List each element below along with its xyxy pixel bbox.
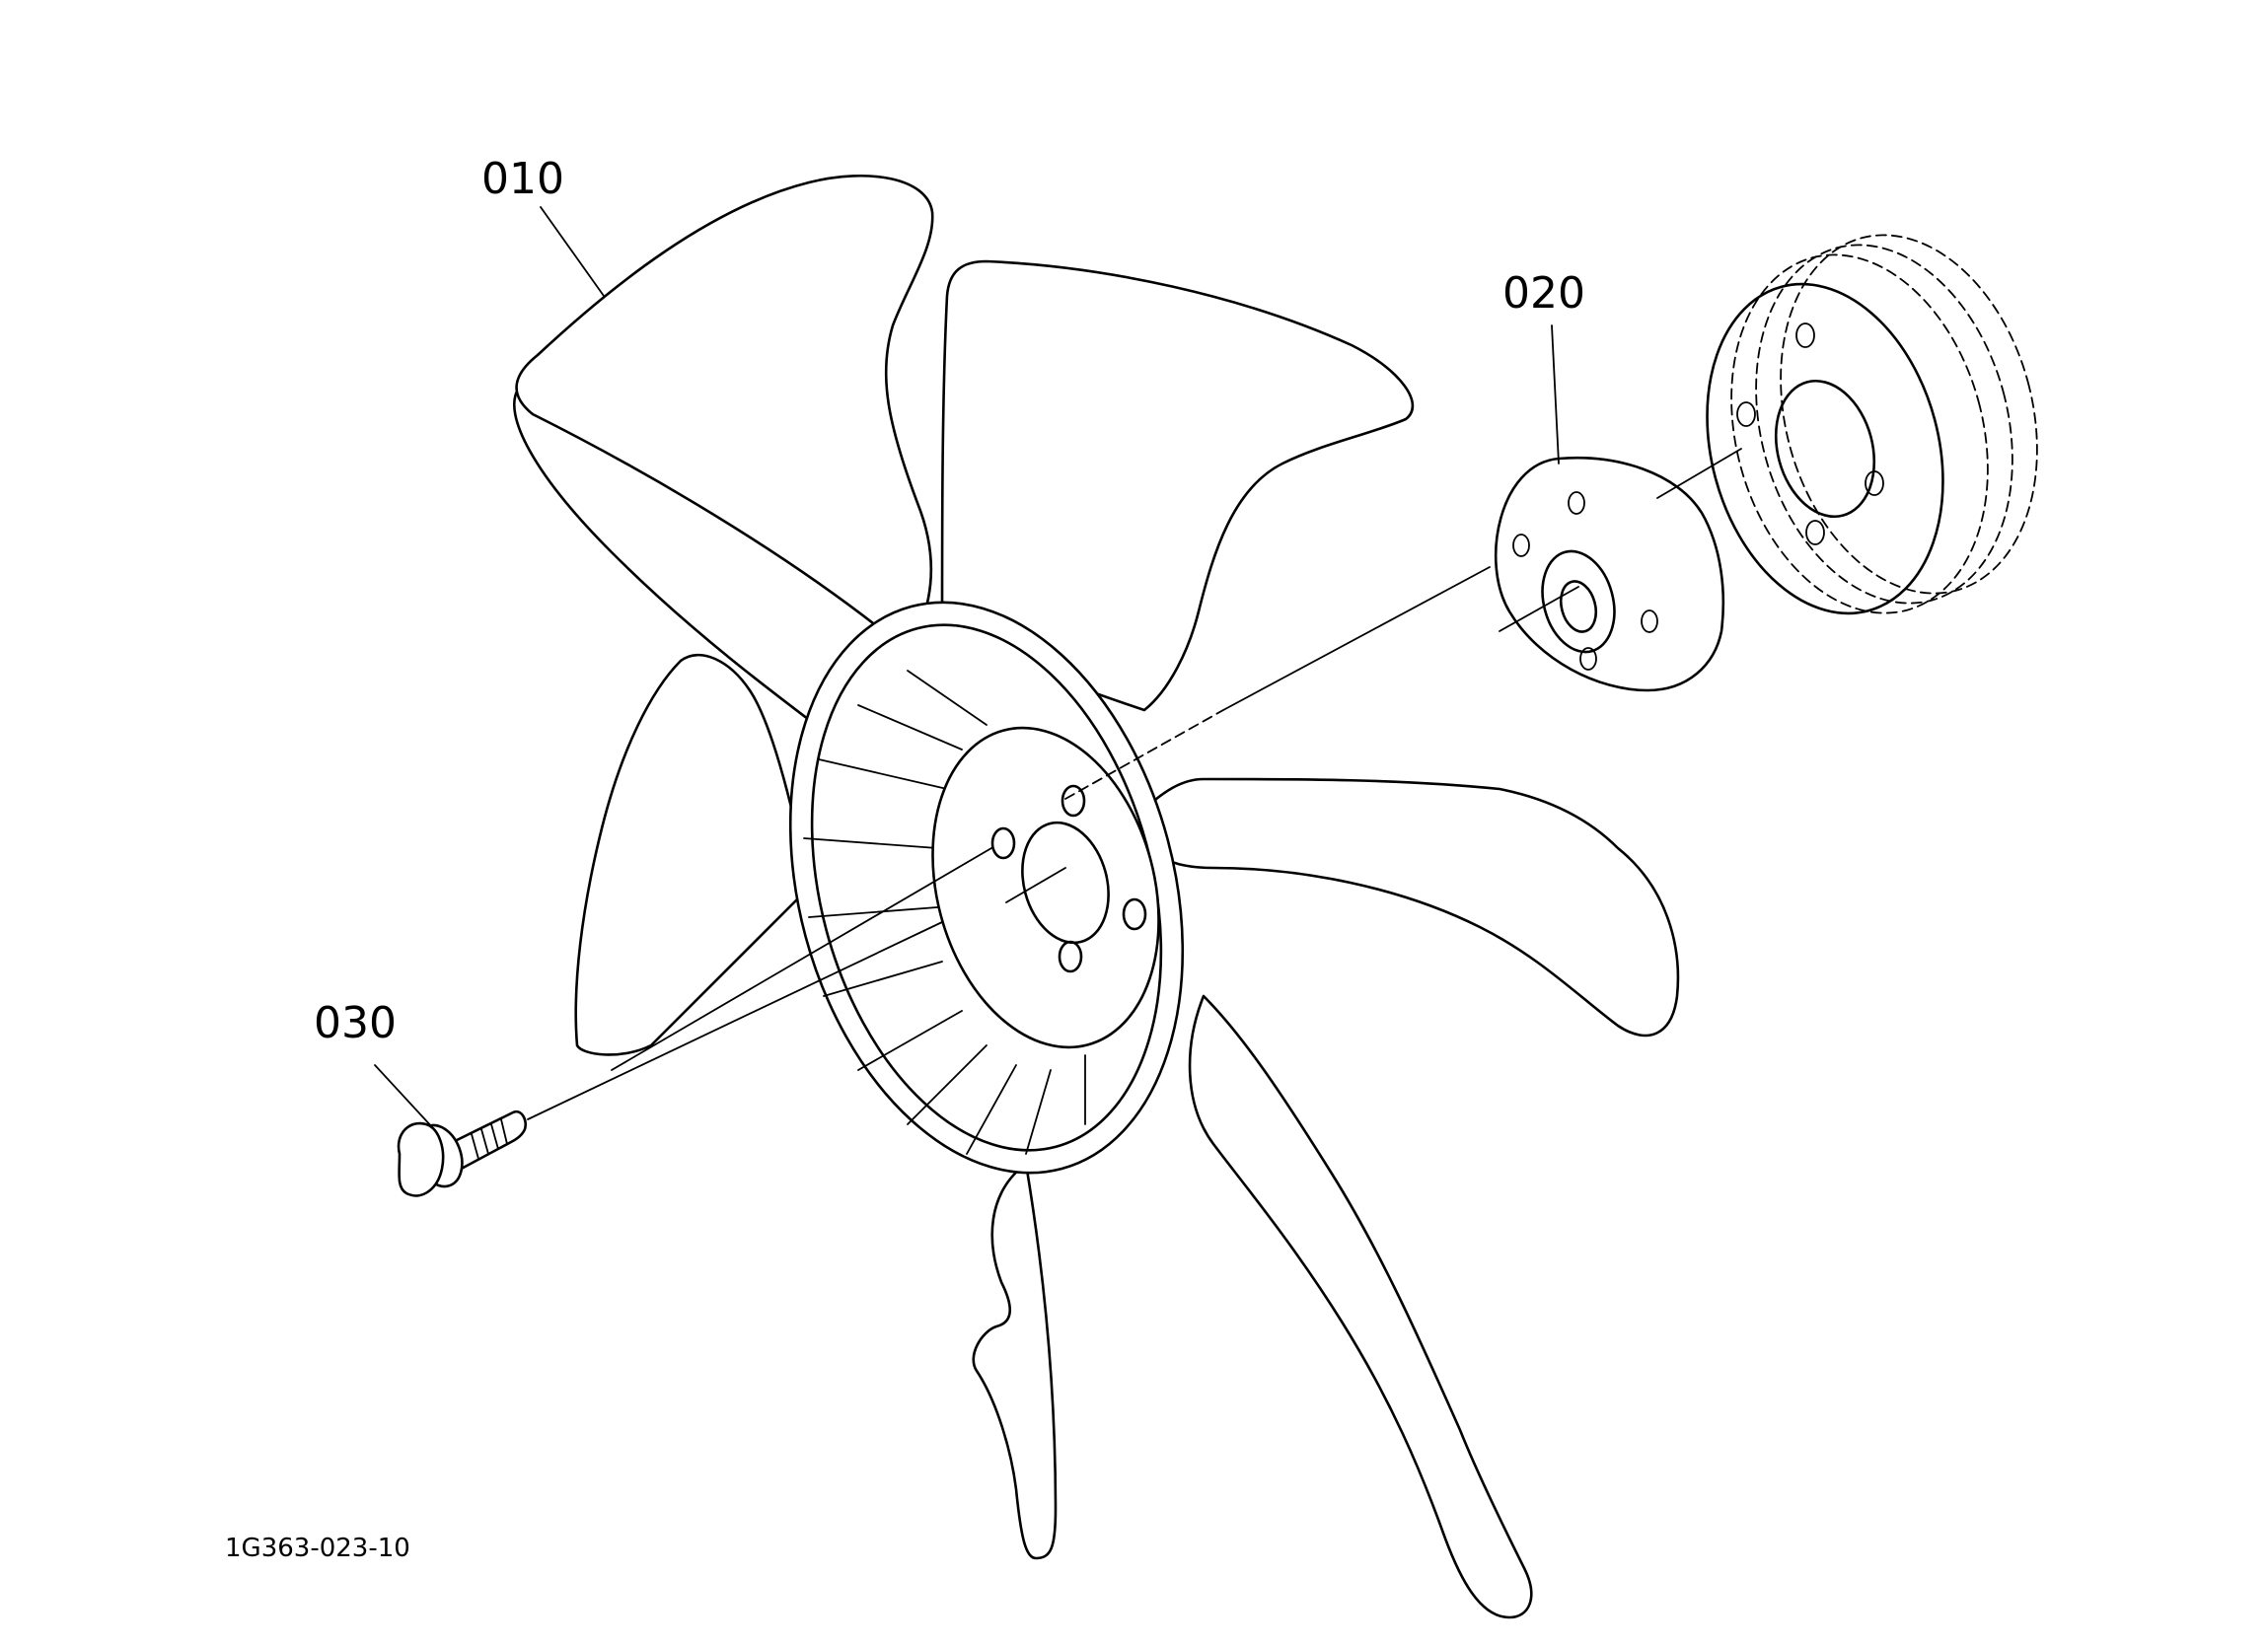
callout-030: 030	[314, 998, 397, 1048]
callout-leaders	[374, 206, 1560, 1130]
fan-blade-left	[574, 653, 811, 1056]
callout-020: 020	[1502, 268, 1585, 319]
fan-ring-spokes	[803, 670, 1086, 1155]
fan-blade-top	[940, 259, 1415, 712]
spacer-bolt-hole	[1512, 534, 1530, 557]
spacer-bolt-hole	[1641, 609, 1658, 633]
pulley-reference	[1706, 234, 2038, 615]
fan-hub-plate	[931, 726, 1160, 1049]
fan-bolt-hole	[990, 826, 1016, 860]
fan-blade-bottom	[972, 1162, 1058, 1560]
fan-bolt-hole	[1061, 784, 1086, 818]
fan-blade-top-left	[515, 174, 934, 653]
fan-blade-right	[1133, 777, 1680, 1038]
fan-bolt[interactable]	[397, 1109, 527, 1197]
fan-assembly[interactable]	[513, 174, 1680, 1619]
fan-bolt-hole	[1122, 897, 1147, 931]
fan-blade-lower-right	[1188, 994, 1533, 1619]
bolt-threads	[471, 1118, 508, 1160]
spacer-inner-bore	[1559, 580, 1598, 633]
spacer-bolt-hole	[1568, 491, 1585, 515]
callout-010: 010	[481, 154, 564, 204]
bolt-head	[397, 1121, 445, 1197]
bolt-shank	[447, 1109, 527, 1174]
fan-hub-center-bore	[1021, 821, 1110, 945]
fan-bolt-hole	[1058, 940, 1083, 973]
spacer-bolt-hole	[1579, 647, 1597, 671]
drawing-code: 1G363-023-10	[225, 1534, 410, 1563]
spacer-bore	[1541, 549, 1616, 654]
spacer-body	[1494, 457, 1725, 692]
assembly-axis-lines	[527, 448, 1742, 1120]
fan-spacer[interactable]	[1494, 457, 1725, 692]
